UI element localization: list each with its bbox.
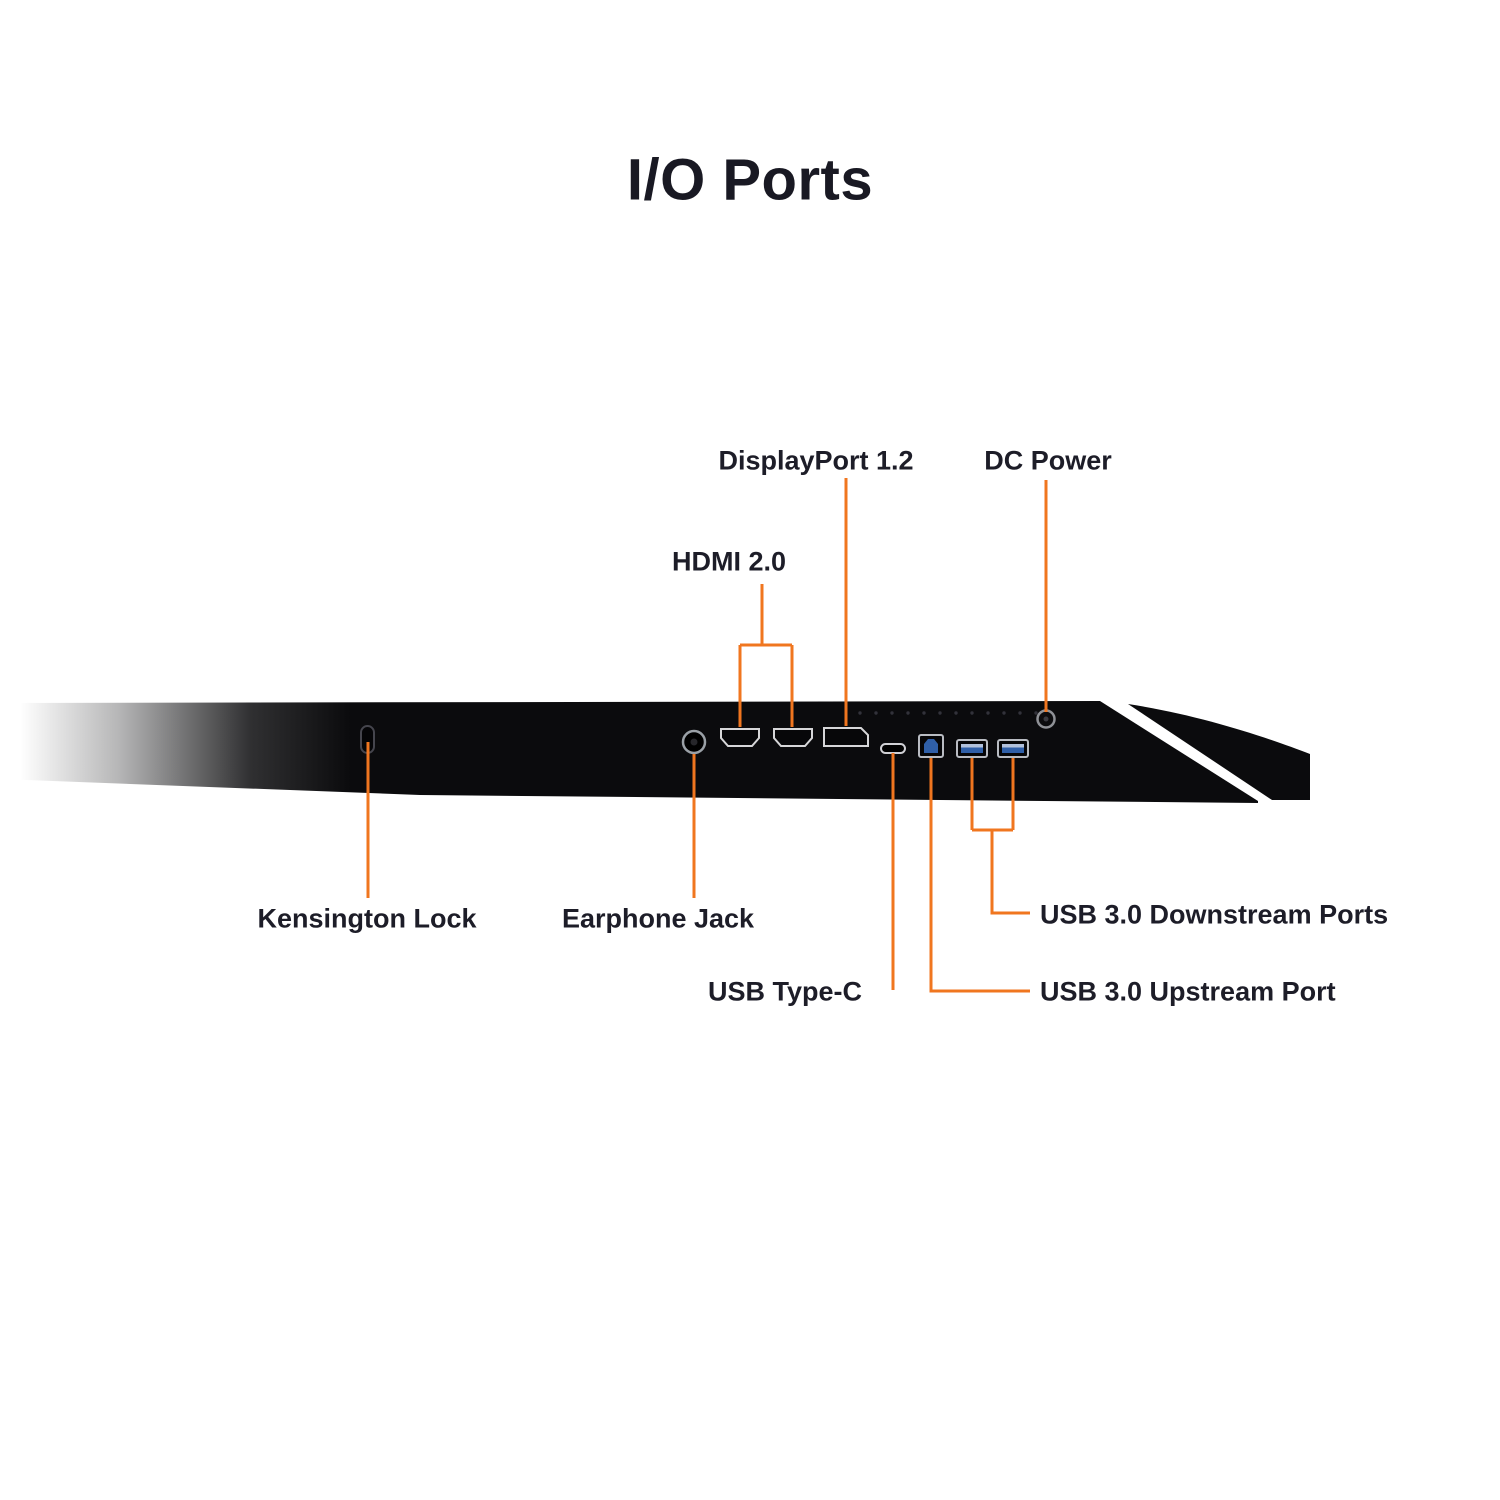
usb-3-downstream-port-1-icon — [956, 739, 988, 758]
earphone-jack-icon — [681, 729, 707, 755]
label-usb-upstream: USB 3.0 Upstream Port — [1040, 976, 1336, 1007]
label-hdmi: HDMI 2.0 — [671, 546, 787, 577]
displayport-port-icon — [823, 727, 869, 747]
hdmi-port-1-icon — [720, 728, 760, 747]
monitor-silhouette — [0, 701, 1310, 803]
usb-type-c-port-icon — [880, 743, 906, 754]
page-title: I/O Ports — [626, 147, 874, 213]
label-dc-power: DC Power — [984, 445, 1112, 476]
monitor-body — [0, 701, 1258, 803]
label-usb-type-c: USB Type-C — [707, 976, 863, 1007]
usb-3-upstream-port-icon — [918, 734, 944, 758]
dc-power-port-icon — [1036, 709, 1056, 729]
callout-line-hdmi — [738, 584, 794, 727]
label-displayport: DisplayPort 1.2 — [718, 445, 914, 476]
label-usb-downstream: USB 3.0 Downstream Ports — [1040, 899, 1389, 930]
label-earphone-jack: Earphone Jack — [561, 903, 755, 934]
callout-lines — [366, 478, 1048, 993]
vent-holes — [858, 711, 1038, 715]
usb-3-downstream-port-2-icon — [997, 739, 1029, 758]
monitor-end-wedge — [1128, 704, 1310, 800]
hdmi-port-2-icon — [773, 728, 813, 747]
callout-line-usb-upstream — [929, 758, 1030, 993]
ports — [360, 709, 1056, 758]
label-kensington-lock: Kensington Lock — [257, 903, 477, 934]
callout-line-usb-downstream — [970, 758, 1030, 915]
